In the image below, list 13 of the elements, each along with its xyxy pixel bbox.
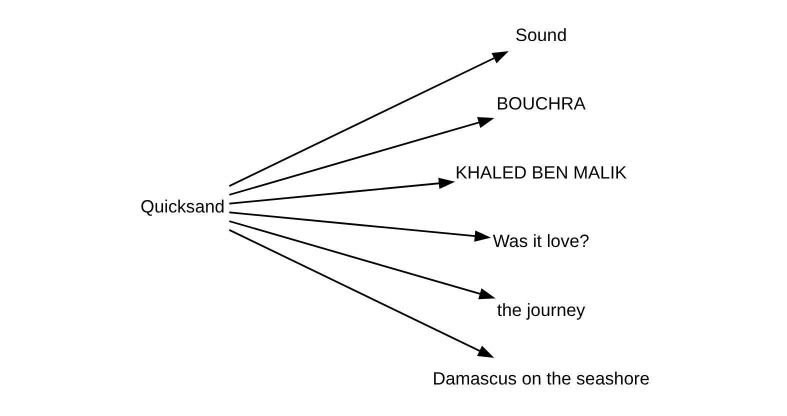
node-text: the journey	[496, 300, 585, 320]
arrow	[228, 212, 491, 242]
arrow	[228, 220, 496, 300]
node-text: Sound	[514, 24, 566, 45]
arrow	[228, 229, 494, 358]
node-text: Damascus on the seashore	[432, 368, 650, 389]
arrow	[228, 51, 508, 187]
node-text: KHALED BEN MALIK	[454, 162, 626, 182]
node-text: Was it love?	[492, 231, 589, 252]
arrow	[228, 117, 494, 196]
node-text: BOUCHRA	[496, 94, 586, 114]
arrow	[228, 178, 455, 204]
node-text: Quicksand	[140, 196, 224, 217]
